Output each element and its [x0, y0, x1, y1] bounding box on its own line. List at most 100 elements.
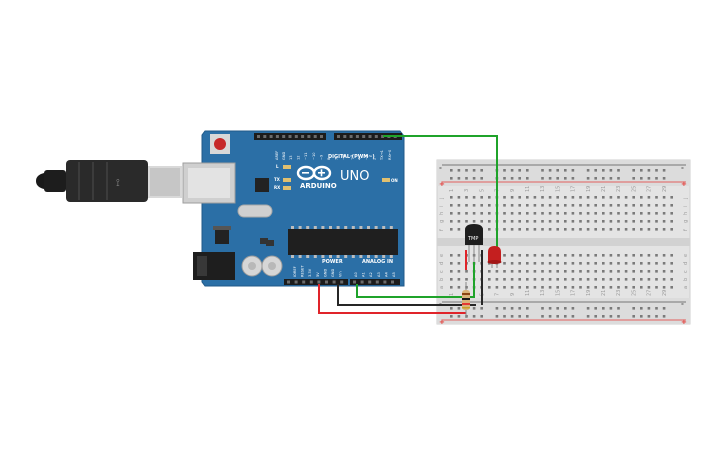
resistor[interactable] — [462, 282, 470, 318]
breadboard-hole[interactable] — [526, 177, 529, 180]
breadboard-hole[interactable] — [632, 278, 635, 281]
breadboard-hole[interactable] — [548, 177, 552, 180]
header-hole[interactable] — [325, 280, 328, 284]
breadboard-hole[interactable] — [480, 212, 483, 215]
breadboard-hole[interactable] — [632, 286, 635, 289]
breadboard-hole[interactable] — [594, 196, 597, 199]
header-hole[interactable] — [320, 135, 323, 138]
breadboard-hole[interactable] — [541, 196, 544, 199]
header-hole[interactable] — [263, 135, 267, 138]
breadboard-hole[interactable] — [556, 204, 559, 207]
breadboard-hole[interactable] — [662, 212, 666, 215]
breadboard-hole[interactable] — [571, 286, 575, 289]
breadboard-hole[interactable] — [450, 196, 453, 199]
breadboard-hole[interactable] — [662, 228, 666, 231]
breadboard-hole[interactable] — [518, 204, 521, 207]
header-hole[interactable] — [343, 135, 347, 138]
breadboard-hole[interactable] — [617, 196, 620, 199]
breadboard-hole[interactable] — [670, 228, 673, 231]
header-hole[interactable] — [355, 135, 359, 138]
breadboard-hole[interactable] — [465, 196, 468, 199]
breadboard-hole[interactable] — [510, 262, 514, 265]
breadboard-hole[interactable] — [602, 196, 605, 199]
breadboard-hole[interactable] — [564, 315, 567, 318]
power-header[interactable] — [284, 279, 348, 285]
breadboard-hole[interactable] — [564, 196, 567, 199]
breadboard-hole[interactable] — [488, 278, 491, 281]
breadboard-hole[interactable] — [457, 204, 461, 207]
breadboard-hole[interactable] — [670, 220, 673, 223]
breadboard-hole[interactable] — [503, 286, 506, 289]
breadboard-hole[interactable] — [472, 177, 476, 180]
breadboard-hole[interactable] — [541, 307, 544, 310]
breadboard-hole[interactable] — [541, 169, 544, 172]
breadboard-hole[interactable] — [594, 254, 597, 257]
breadboard-hole[interactable] — [602, 169, 605, 172]
breadboard-hole[interactable] — [571, 262, 575, 265]
breadboard-hole[interactable] — [624, 254, 628, 257]
breadboard-hole[interactable] — [564, 204, 567, 207]
breadboard-hole[interactable] — [617, 315, 620, 318]
breadboard-hole[interactable] — [632, 204, 635, 207]
breadboard-hole[interactable] — [450, 270, 453, 273]
breadboard-hole[interactable] — [488, 204, 491, 207]
breadboard-hole[interactable] — [510, 220, 514, 223]
breadboard-hole[interactable] — [662, 262, 666, 265]
header-hole[interactable] — [332, 280, 336, 284]
breadboard-hole[interactable] — [602, 270, 605, 273]
breadboard-hole[interactable] — [624, 278, 628, 281]
breadboard-hole[interactable] — [488, 270, 491, 273]
breadboard-hole[interactable] — [526, 315, 529, 318]
breadboard-hole[interactable] — [541, 228, 544, 231]
breadboard-hole[interactable] — [609, 228, 613, 231]
breadboard-hole[interactable] — [617, 228, 620, 231]
breadboard-hole[interactable] — [609, 177, 613, 180]
header-hole[interactable] — [340, 280, 344, 284]
breadboard-hole[interactable] — [465, 177, 468, 180]
breadboard-hole[interactable] — [518, 307, 521, 310]
digital-header-right[interactable] — [334, 133, 402, 140]
breadboard-hole[interactable] — [586, 254, 590, 257]
header-hole[interactable] — [362, 135, 366, 138]
breadboard-hole[interactable] — [662, 315, 666, 318]
breadboard-hole[interactable] — [586, 270, 590, 273]
breadboard-hole[interactable] — [647, 169, 651, 172]
breadboard-hole[interactable] — [609, 278, 613, 281]
breadboard-hole[interactable] — [541, 220, 544, 223]
breadboard-hole[interactable] — [571, 228, 575, 231]
breadboard-hole[interactable] — [632, 270, 635, 273]
breadboard-hole[interactable] — [617, 307, 620, 310]
breadboard-hole[interactable] — [571, 177, 575, 180]
breadboard-hole[interactable] — [488, 286, 491, 289]
wire-green-digital[interactable] — [383, 135, 498, 258]
header-hole[interactable] — [307, 135, 311, 138]
breadboard-hole[interactable] — [609, 307, 613, 310]
breadboard-hole[interactable] — [594, 315, 597, 318]
breadboard-hole[interactable] — [609, 204, 613, 207]
breadboard-hole[interactable] — [457, 228, 461, 231]
breadboard-hole[interactable] — [640, 307, 643, 310]
breadboard-hole[interactable] — [564, 270, 567, 273]
breadboard-hole[interactable] — [556, 220, 559, 223]
breadboard-hole[interactable] — [518, 169, 521, 172]
breadboard-hole[interactable] — [526, 262, 529, 265]
breadboard-hole[interactable] — [609, 169, 613, 172]
wire-black-gnd[interactable] — [337, 284, 476, 306]
breadboard-hole[interactable] — [571, 307, 575, 310]
breadboard-hole[interactable] — [609, 212, 613, 215]
breadboard-hole[interactable] — [571, 220, 575, 223]
breadboard-hole[interactable] — [472, 169, 476, 172]
breadboard-hole[interactable] — [526, 169, 529, 172]
breadboard-hole[interactable] — [655, 254, 658, 257]
breadboard-hole[interactable] — [617, 278, 620, 281]
breadboard-hole[interactable] — [457, 270, 461, 273]
breadboard-hole[interactable] — [571, 169, 575, 172]
breadboard-hole[interactable] — [526, 196, 529, 199]
breadboard-hole[interactable] — [548, 270, 552, 273]
header-hole[interactable] — [368, 135, 372, 138]
reset-button[interactable] — [214, 138, 226, 150]
breadboard-hole[interactable] — [655, 307, 658, 310]
breadboard-hole[interactable] — [564, 220, 567, 223]
breadboard-hole[interactable] — [450, 220, 453, 223]
